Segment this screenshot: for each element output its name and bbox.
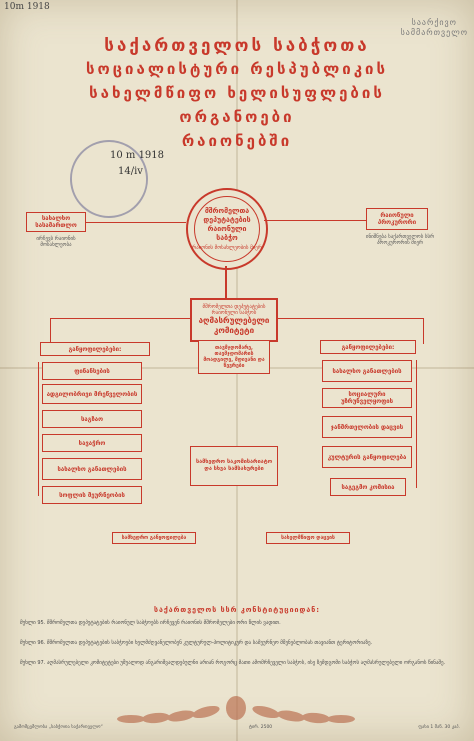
middle-small-box-2: სახელმწიფო დაცვის <box>266 532 350 544</box>
right-dept-4: კულტურის განყოფილება <box>322 446 412 468</box>
article-3: მუხლი 97. აღმასრულებელი კომიტეტები უშუალ… <box>20 660 446 666</box>
right-dept-2: სოციალური უზრუნველყოფის <box>322 388 412 408</box>
executive-committee-box: მშრომელთა დეპუტატების რაიონული საბჭოს აღ… <box>190 298 278 342</box>
people-court-box: სახალხო სასამართლო <box>26 212 86 232</box>
left-dept-2: ადგილობრივი მრეწველობის <box>42 384 142 404</box>
left-dept-6: სოფლის მეურნეობის <box>42 486 142 504</box>
right-dept-1: სახალხო განათლების <box>322 360 412 382</box>
left-dept-3: საგზაო <box>42 410 142 428</box>
district-council-sub: რაიონის მოსახლეობის მიერ <box>192 245 262 251</box>
middle-small-box-1: სამხედრო განყოფილება <box>112 532 196 544</box>
left-departments-heading: განყოფილებები: <box>40 342 150 356</box>
title-line-2: სოციალისტური რესპუბლიკის <box>85 60 389 78</box>
prosecutor-note: ინიშნება საქართველოს სსრ პროკურორის მიერ <box>365 234 435 246</box>
title-line-4: ორგანოები <box>179 108 295 126</box>
district-council-circle: მშრომელთა დეპუტატების რაიონული საბჭო რაი… <box>186 188 268 270</box>
right-departments-heading: განყოფილებები: <box>320 340 416 354</box>
right-dept-3: ჯანმრთელობის დაცვის <box>322 416 412 438</box>
archive-stamp: საარქივო სამმართველო <box>400 18 468 37</box>
article-2: მუხლი 96. მშრომელთა დეპუტატების საბჭოები… <box>20 640 373 646</box>
executive-members-box: თავმჯდომარე, თავმჯდომარის მოადგილე, მდივ… <box>198 340 270 374</box>
district-council-label: მშრომელთა დეპუტატების რაიონული საბჭო <box>203 207 251 242</box>
left-dept-5: სახალხო განათლების <box>42 458 142 480</box>
handwriting-date: 10 m 1918 <box>110 150 165 161</box>
prosecutor-box: რაიონული პროკურორი <box>366 208 428 230</box>
left-dept-4: სავაჭრო <box>42 434 142 452</box>
people-court-note: ირჩევს რაიონის მოსახლეობა <box>36 236 76 248</box>
title-line-3: სახელმწიფო ხელისუფლების <box>89 84 385 102</box>
wreath-ornament <box>117 696 355 724</box>
left-dept-1: ფინანსების <box>42 362 142 380</box>
military-commissariat-box: სამხედრო საკომისარიატო და სხვა სამსახურე… <box>190 446 278 486</box>
constitution-heading: საქართველოს სსრ კონსტიტუციიდან: <box>153 606 320 614</box>
right-dept-5: საგეგმო კომისია <box>330 478 406 496</box>
title-line-5: რაიონებში <box>181 132 293 150</box>
handwritten-note: 10m 1918 <box>4 2 50 12</box>
imprint: გამომცემლობა „საბჭოთა საქართველო“ ტირ. 2… <box>14 725 460 730</box>
handwriting-number: 14/iv <box>118 166 143 177</box>
article-1: მუხლი 95. მშრომელთა დეპუტატების რაიონულ … <box>20 620 281 626</box>
title-line-1: საქართველოს საბჭოთა <box>104 36 370 56</box>
